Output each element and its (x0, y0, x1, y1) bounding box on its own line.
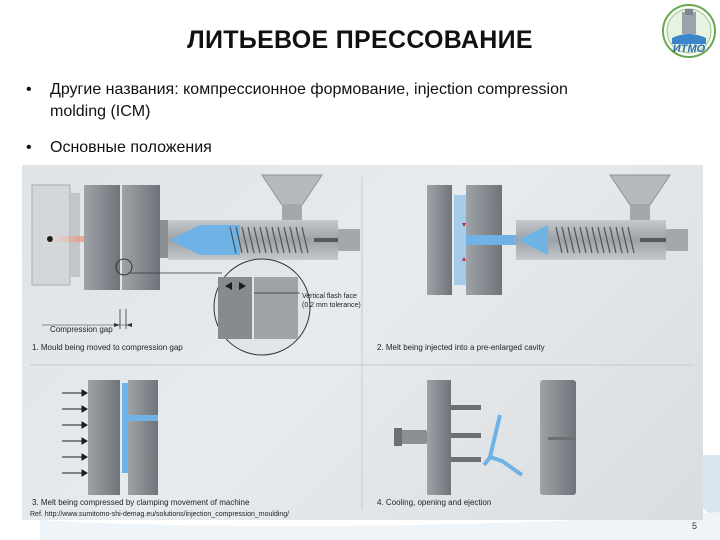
bullet-list: • Другие названия: компрессионное формов… (20, 79, 620, 159)
step-caption-3: 3. Melt being compressed by clamping mov… (32, 498, 250, 507)
icm-process-diagram: Compression gap Vertical flash face (0.2… (22, 165, 703, 520)
page-number: 5 (692, 521, 698, 531)
bullet-item: • Другие названия: компрессионное формов… (20, 79, 620, 123)
bullet-dot-icon: • (26, 139, 32, 156)
bullet-text: Основные положения (50, 139, 212, 156)
label-flash-tolerance: (0.2 mm tolerance) (302, 302, 361, 309)
reference-link[interactable]: Ref. http://www.sumitomo-shi-demag.eu/so… (30, 511, 290, 518)
diagram-graphics (30, 174, 694, 510)
bullet-text: Другие названия: компрессионное формован… (50, 81, 568, 120)
step-caption-4: 4. Cooling, opening and ejection (377, 498, 492, 507)
label-compression-gap: Compression gap (50, 325, 113, 334)
panel-2 (427, 174, 688, 295)
itmo-logo: ИТМО (662, 4, 716, 58)
panel-4 (394, 380, 576, 495)
itmo-logo-icon: ИТМО (662, 4, 716, 58)
step-caption-2: 2. Melt being injected into a pre-enlarg… (377, 343, 545, 352)
panel-3 (62, 380, 158, 495)
slide-title: ЛИТЬЕВОЕ ПРЕССОВАНИЕ (187, 26, 533, 54)
label-flash-face: Vertical flash face (302, 293, 357, 300)
panel-1 (31, 174, 360, 356)
step-caption-1: 1. Mould being moved to compression gap (32, 343, 183, 352)
bullet-dot-icon: • (26, 81, 32, 98)
bullet-item: • Основные положения (20, 137, 620, 159)
logo-text: ИТМО (673, 43, 706, 55)
